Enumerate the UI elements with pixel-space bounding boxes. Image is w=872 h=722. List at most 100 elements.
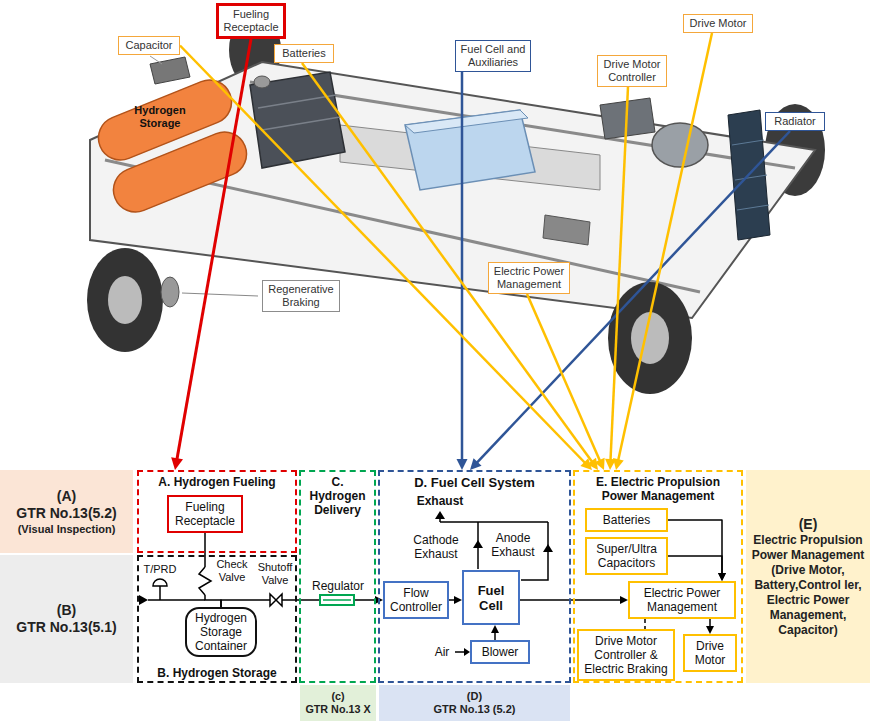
node-text: (Visual Inspection) [5, 522, 128, 536]
connector [470, 131, 790, 470]
system-group: D. Fuel Cell SystemFlow Controller Fuel C… [378, 470, 571, 683]
node-text: Electric Propulsion Power Management [751, 533, 865, 563]
node-text: (D) [384, 690, 565, 703]
connector [491, 625, 499, 640]
flow-label: Anode Exhaust [484, 531, 542, 559]
node-text: (c) [305, 690, 371, 703]
battery-pack [250, 72, 345, 168]
node-text: Drive Motor Controller [601, 58, 663, 84]
exhaust-arrow [435, 511, 445, 519]
arrow-head [620, 596, 628, 604]
node-text: (E) [751, 516, 865, 533]
connector-line [618, 33, 712, 463]
exhaust-arrow [543, 544, 553, 552]
chassis-floor [90, 62, 815, 318]
component-box: Super/Ultra Capacitors [585, 537, 668, 575]
arrow-head [613, 458, 624, 470]
arrow-head [470, 458, 482, 470]
valve-label: Regulator [303, 579, 373, 593]
node-text: (A) [5, 488, 128, 505]
arrow-head [171, 457, 183, 470]
arrow-head [595, 458, 605, 470]
part-label: Radiator [765, 112, 825, 131]
wheel [608, 282, 692, 394]
standard-panel: (E)Electric Propulsion Power Management(… [746, 470, 870, 683]
part-label: Batteries [274, 44, 334, 63]
connector-line [475, 131, 790, 464]
connector [527, 294, 605, 470]
node-text: Blower [474, 645, 526, 659]
group-title: D. Fuel Cell System [382, 475, 567, 490]
radiator-fin [732, 140, 764, 145]
flow-label: Exhaust [413, 494, 467, 508]
node-text: GTR No.13 (5.2) [384, 703, 565, 716]
group-title: E. Electric Propulsion Power Management [577, 475, 739, 503]
connector-line [527, 294, 601, 463]
check-valve-ground [197, 567, 212, 595]
group-title: C. Hydrogen Delivery [303, 475, 372, 517]
connector [302, 63, 598, 470]
standard-panel: (c)GTR No.13 X [300, 685, 376, 721]
leader-line [150, 56, 162, 64]
node-text: Electric Power Management [632, 586, 732, 614]
component-box: Drive Motor [683, 634, 737, 672]
storage-container: Hydrogen Storage Container [185, 607, 257, 657]
motor-part [652, 123, 708, 167]
connector [605, 87, 628, 470]
arrow-head [718, 573, 726, 581]
connector-line [668, 520, 722, 575]
exhaust-line [440, 521, 548, 523]
regulator-symbol [323, 599, 351, 601]
radiator-fin [737, 205, 769, 210]
power-management-part [543, 215, 590, 245]
tprd-stem [159, 586, 161, 600]
component-box: Fueling Receptacle [167, 495, 243, 533]
tprd-symbol [153, 579, 167, 586]
fuel-cell-top [405, 110, 528, 133]
connector-line [520, 599, 622, 601]
component-box: Blower [470, 640, 530, 664]
shutoff-valve-symbol [270, 594, 282, 606]
connector-line [610, 87, 628, 462]
capacitor-part [150, 57, 190, 84]
component-box: Fuel Cell [462, 570, 520, 625]
connector-line [644, 619, 646, 629]
arrow-head [718, 573, 726, 581]
valve-label: Check Valve [213, 558, 251, 584]
arrow-head [706, 626, 714, 634]
part-label: Drive Motor [683, 14, 753, 33]
connector [706, 619, 714, 634]
group-title: A. Hydrogen Fueling [141, 475, 293, 489]
receptacle-part [254, 76, 270, 88]
part-label: Hydrogen Storage [124, 104, 196, 130]
node-text: Fuel Cell [466, 583, 516, 613]
hydrogen-tank [107, 125, 253, 218]
node-text: Hydrogen Storage Container [189, 611, 253, 653]
arrow-head [454, 596, 462, 604]
node-text: Batteries [589, 513, 664, 527]
connector-line [302, 63, 594, 464]
node-text: Batteries [278, 47, 330, 60]
connector-line [668, 556, 722, 575]
air-line [455, 651, 465, 653]
flow-label: Air [430, 645, 454, 659]
node-text: GTR No.13(5.2) [5, 505, 128, 522]
node-text: Regenerative Braking [266, 283, 336, 309]
part-label: Fuel Cell and Auxiliaries [455, 40, 531, 72]
arrow-head [457, 459, 468, 470]
connector [449, 596, 462, 604]
component-box: Drive Motor Controller & Electric Brakin… [577, 629, 675, 681]
valve-label: Shutoff Valve [256, 561, 294, 587]
connector [180, 46, 592, 471]
node-text: Drive Motor Controller & Electric Brakin… [581, 634, 671, 676]
node-text: Drive Motor [687, 17, 749, 30]
standard-panel: (B)GTR No.13(5.1) [0, 555, 133, 683]
node-text: Fueling Receptacle [222, 8, 280, 34]
battery-ridge [262, 117, 340, 130]
check-valve-symbol [199, 567, 211, 595]
arrow-head [491, 625, 499, 633]
wheel-hub [108, 276, 142, 324]
component-box: Flow Controller [383, 581, 449, 619]
leader-line [182, 293, 258, 296]
